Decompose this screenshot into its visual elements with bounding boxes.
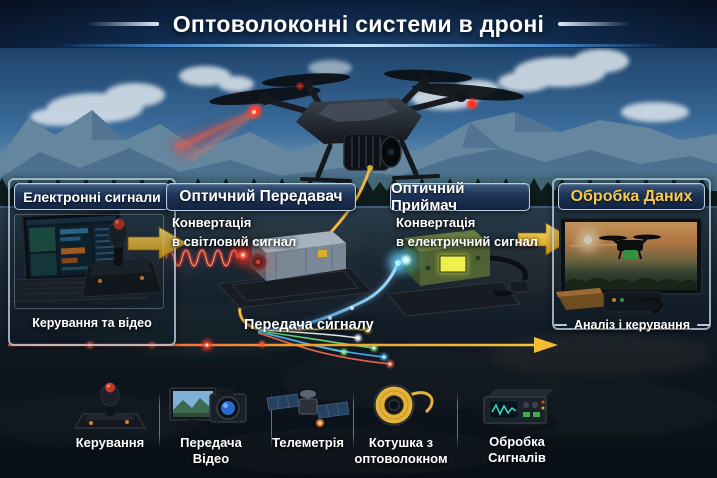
satellite-icon (266, 390, 350, 427)
stage-header-data-processing: Обробка Даних (558, 183, 705, 210)
legend-label: Котушка з оптоволокном (354, 435, 448, 466)
legend-label: Обробка Сигналів (488, 434, 546, 465)
legend-divider (159, 392, 160, 448)
caption-dash (697, 324, 711, 326)
label-signal-transfer: Передача сигналу (244, 317, 374, 333)
legend-item-telemetry: Телеметрія (260, 382, 356, 451)
stage-header-optical-transmitter: Оптичний Передавач (166, 183, 356, 211)
caption-dash (553, 324, 567, 326)
stage-header-label: Обробка Даних (570, 187, 693, 205)
stage-header-optical-receiver: Оптичний Приймач (390, 180, 530, 214)
fiber-spool-icon (362, 384, 434, 430)
stage-header-label: Електронні сигнали (23, 188, 161, 205)
legend-label: Телеметрія (272, 435, 344, 450)
electric-signal-wave (164, 246, 252, 268)
analysis-monitor-illustration (556, 217, 703, 315)
optical-transmitter-illustration (216, 231, 374, 309)
caption-analysis-control: Аналіз і керування (548, 318, 716, 332)
fiber-tips (341, 326, 394, 368)
video-transmission-icon (169, 387, 247, 427)
legend-item-control: Керування (62, 382, 158, 451)
note-electric-conversion: Конвертація в електричний сигнал (396, 215, 538, 249)
joystick-icon (73, 382, 147, 429)
title-dash-left (86, 22, 159, 26)
ground-station-illustration (7, 210, 163, 303)
legend-divider (457, 392, 458, 448)
legend-item-signal-processing: Обробка Сигналів (462, 383, 572, 466)
legend-label: Керування (75, 435, 145, 450)
legend-item-fiber-spool: Котушка з оптоволокном (353, 380, 449, 467)
note-light-conversion: Конвертація в світловий сигнал (172, 215, 297, 249)
optical-receiver-illustration (387, 230, 529, 317)
title-underline (55, 44, 667, 47)
stage-header-label: Оптичний Передавач (179, 188, 343, 205)
signal-processor-icon (471, 389, 557, 431)
laser-beam (168, 106, 260, 161)
legend-divider (271, 392, 272, 448)
caption-label: Аналіз і керування (573, 318, 691, 332)
panel-electronic-signals-frame (14, 214, 164, 309)
legend-label: Передача Відео (180, 435, 242, 466)
stage-header-electronic-signals: Електронні сигнали (14, 183, 170, 210)
title-dash-right (558, 22, 631, 26)
legend-item-video-transmission: Передача Відео (163, 382, 259, 467)
legend-divider (353, 392, 354, 448)
caption-label: Керування та відео (32, 316, 152, 330)
drone-illustration (209, 69, 524, 183)
title-bar: Оптоволоконні системи в дроні (0, 0, 717, 48)
page-title: Оптоволоконні системи в дроні (172, 10, 545, 37)
caption-control-and-video: Керування та відео (8, 316, 176, 330)
stage-header-label: Оптичний Приймач (391, 180, 465, 214)
